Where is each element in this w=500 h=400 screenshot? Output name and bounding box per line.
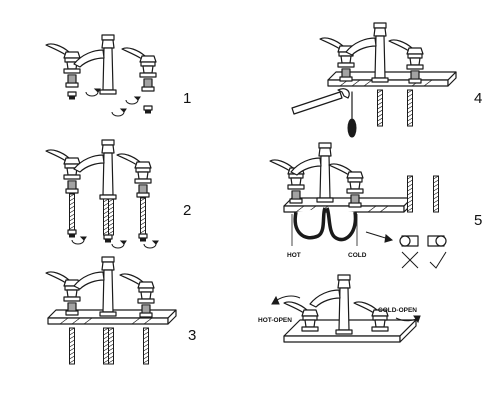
step-3-illustration bbox=[45, 256, 177, 365]
step-5-illustration bbox=[269, 142, 447, 269]
step-2-illustration bbox=[45, 139, 159, 249]
step-4-illustration bbox=[291, 22, 457, 138]
step-3-number: 3 bbox=[188, 327, 196, 344]
step-2-number: 2 bbox=[183, 202, 191, 219]
step-4-number: 4 bbox=[474, 90, 482, 107]
step-1-illustration bbox=[45, 34, 157, 117]
hot-label: HOT bbox=[287, 252, 301, 259]
step-1-number: 1 bbox=[183, 90, 191, 107]
step-6-illustration bbox=[271, 274, 421, 343]
hot-open-label: HOT-OPEN bbox=[258, 317, 292, 324]
step-5-number: 5 bbox=[474, 212, 482, 229]
cold-label: COLD bbox=[348, 252, 367, 259]
cold-open-label: COLD-OPEN bbox=[378, 307, 417, 314]
